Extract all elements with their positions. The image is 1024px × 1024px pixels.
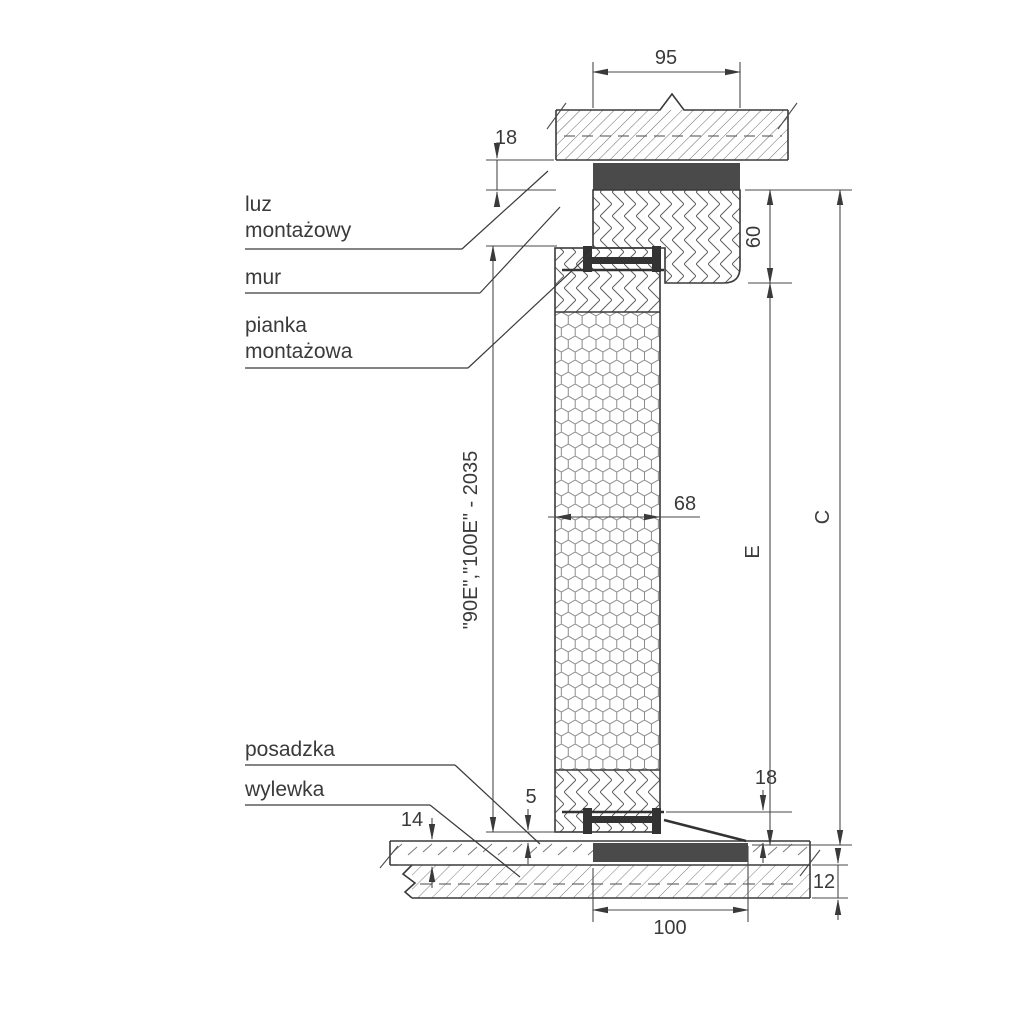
- posadzka-leader: [454, 764, 541, 845]
- dim-text-100: 100: [653, 917, 686, 939]
- threshold-ramp: [663, 818, 747, 843]
- screed-left-break-edge: [401, 864, 417, 899]
- frame-head-wood: [592, 189, 741, 284]
- label-pianka-line1: pianka: [245, 314, 307, 337]
- luz-leader: [461, 170, 549, 250]
- label-posadzka: posadzka: [245, 738, 335, 761]
- dim-text-5: 5: [525, 786, 536, 808]
- wall-hatch-fill: [556, 110, 788, 160]
- mounting-foam-strip: [593, 163, 740, 190]
- wall-top-edge-with-break: [556, 92, 788, 111]
- mur-leader: [479, 206, 561, 294]
- label-luz-line1: luz: [245, 193, 272, 216]
- dim-text-12: 12: [813, 871, 835, 893]
- bottom-seal-bar: [590, 816, 654, 823]
- floor-break-tick-left: [379, 845, 399, 869]
- leaf-honeycomb-core: [555, 312, 660, 770]
- dim-text-95: 95: [655, 47, 677, 69]
- dim-text-E: E: [742, 545, 764, 558]
- top-seal-bar: [590, 257, 654, 264]
- dim-text-18-bottom: 18: [755, 767, 777, 789]
- label-pianka-line2: montażowa: [245, 340, 353, 363]
- wall-lintel: [546, 92, 798, 161]
- floor-break-tick-right: [799, 849, 821, 877]
- dim-text-leaf-height: "90E","100E" - 2035: [460, 451, 482, 630]
- leaf-outline: [554, 247, 661, 833]
- label-luz-line2: montażowy: [245, 219, 352, 242]
- dim-text-60: 60: [743, 226, 765, 248]
- wylewka-leader: [429, 804, 521, 878]
- label-leaders: [245, 170, 593, 878]
- wall-break-tick-left: [546, 102, 567, 130]
- wall-break-tick-right: [777, 102, 798, 130]
- label-mur: mur: [245, 266, 281, 289]
- bottom-seal-clip-right: [652, 808, 661, 834]
- dimension-lines: [398, 62, 852, 922]
- dim-text-18-top: 18: [495, 127, 517, 149]
- top-seal-profile: [562, 246, 664, 272]
- dim-text-14: 14: [401, 809, 423, 831]
- dim-text-68: 68: [674, 493, 696, 515]
- door-leaf: [554, 247, 661, 833]
- pianka-leader: [467, 251, 593, 369]
- bottom-seal-clip-left: [583, 808, 592, 834]
- bottom-seal-profile: [562, 808, 747, 843]
- dim-text-C: C: [812, 510, 834, 524]
- screed-band: [412, 865, 810, 898]
- label-wylewka: wylewka: [244, 778, 325, 801]
- threshold-dark-strip: [593, 843, 748, 862]
- top-seal-clip-right: [652, 246, 661, 272]
- top-seal-clip-left: [583, 246, 592, 272]
